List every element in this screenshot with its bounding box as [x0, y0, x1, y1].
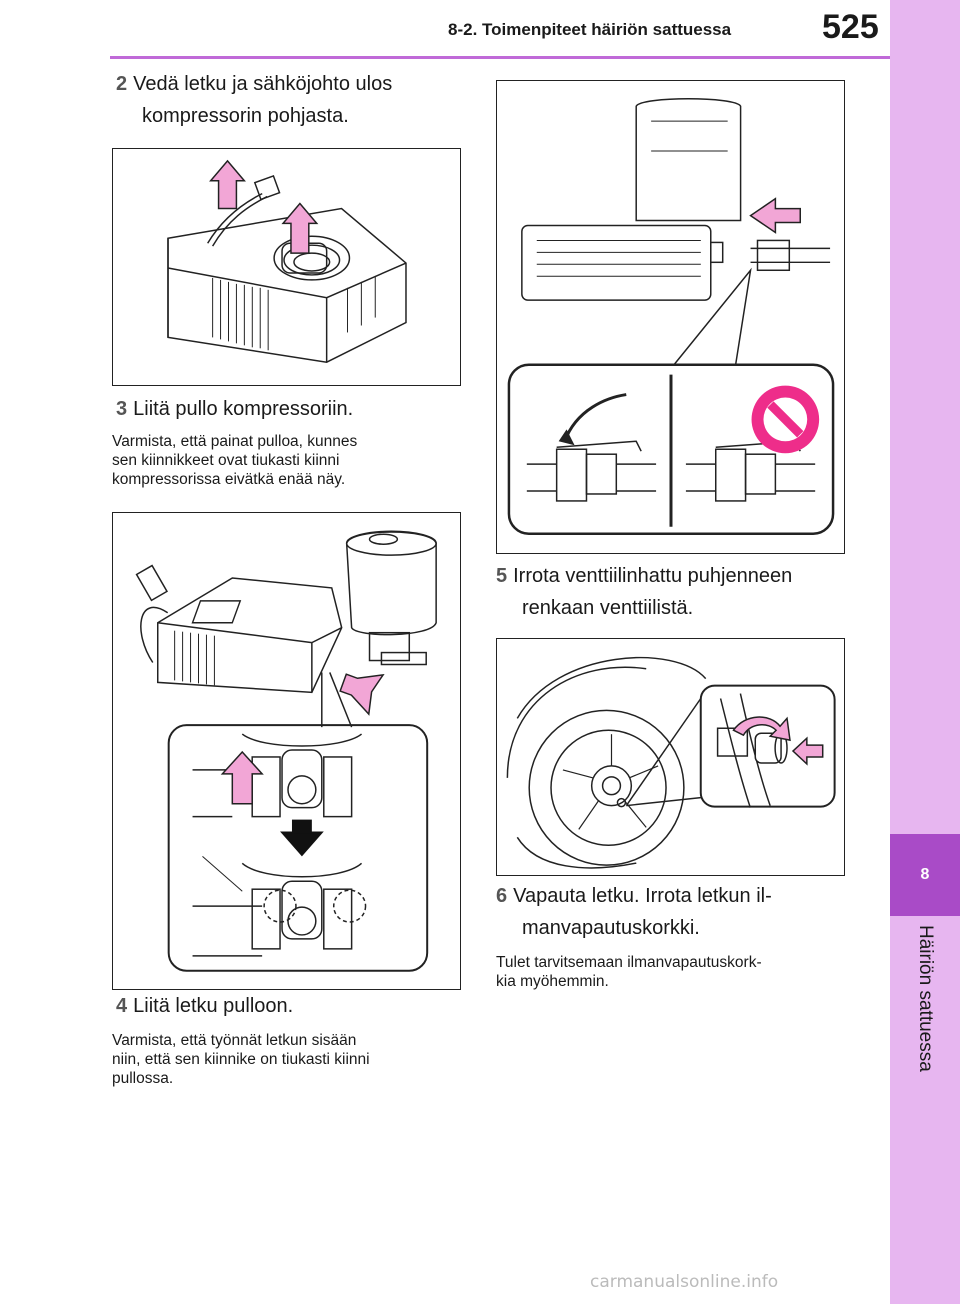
note-line: Varmista, että työnnät letkun sisään	[112, 1032, 357, 1049]
note-line: niin, että sen kiinnike on tiukasti kiin…	[112, 1051, 370, 1068]
step-text: Liitä pullo kompressoriin.	[133, 398, 354, 420]
figure-compressor-cables	[112, 148, 461, 386]
step-text: Vapauta letku. Irrota letkun il-	[513, 885, 772, 907]
step-number: 6	[496, 885, 508, 907]
chapter-label: Häiriön sattuessa	[915, 925, 936, 1072]
hose-connection-illustration	[507, 98, 835, 535]
note-line: Tulet tarvitsemaan ilmanvapautuskork-	[496, 954, 762, 971]
note-line: pullossa.	[112, 1070, 174, 1087]
step-text: Vedä letku ja sähköjohto ulos	[133, 73, 393, 95]
step-6-note: Tulet tarvitsemaan ilmanvapautuskork- ki…	[496, 953, 846, 991]
prohibit-icon	[751, 385, 820, 454]
step-text: Irrota venttiilinhattu puhjenneen	[513, 565, 793, 587]
step-number: 5	[496, 565, 508, 587]
valve-cap-illustration	[506, 656, 836, 869]
step-4-note: Varmista, että työnnät letkun sisään nii…	[112, 1031, 462, 1088]
figure-bottle-attach	[112, 512, 461, 990]
note-line: Varmista, että painat pulloa, kunnes	[112, 433, 358, 450]
page-number: 525	[822, 8, 879, 46]
watermark: carmanualsonline.info	[590, 1272, 779, 1292]
header-divider	[110, 56, 890, 59]
step-number: 2	[116, 73, 128, 95]
note-line: kia myöhemmin.	[496, 973, 609, 990]
step-text-cont: manvapautuskorkki.	[522, 917, 700, 939]
step-text-cont: renkaan venttiilistä.	[522, 597, 694, 619]
note-line: kompressorissa eivätkä enää näy.	[112, 471, 346, 488]
compressor-illustration	[167, 159, 407, 363]
chapter-number: 8	[920, 866, 930, 883]
chapter-number-tab[interactable]: 8	[890, 834, 960, 916]
note-line: sen kiinnikkeet ovat tiukasti kiinni	[112, 452, 340, 469]
figure-hose-connection	[496, 80, 845, 554]
figure-valve-cap	[496, 638, 845, 876]
section-title: 8-2. Toimenpiteet häiriön sattuessa	[448, 20, 732, 39]
step-3-note: Varmista, että painat pulloa, kunnes sen…	[112, 432, 452, 489]
bottle-attach-illustration	[135, 530, 437, 972]
chapter-sidebar	[890, 0, 960, 1304]
step-number: 4	[116, 995, 128, 1017]
step-number: 3	[116, 398, 128, 420]
step-text-cont: kompressorin pohjasta.	[142, 105, 349, 127]
step-text: Liitä letku pulloon.	[133, 995, 294, 1017]
